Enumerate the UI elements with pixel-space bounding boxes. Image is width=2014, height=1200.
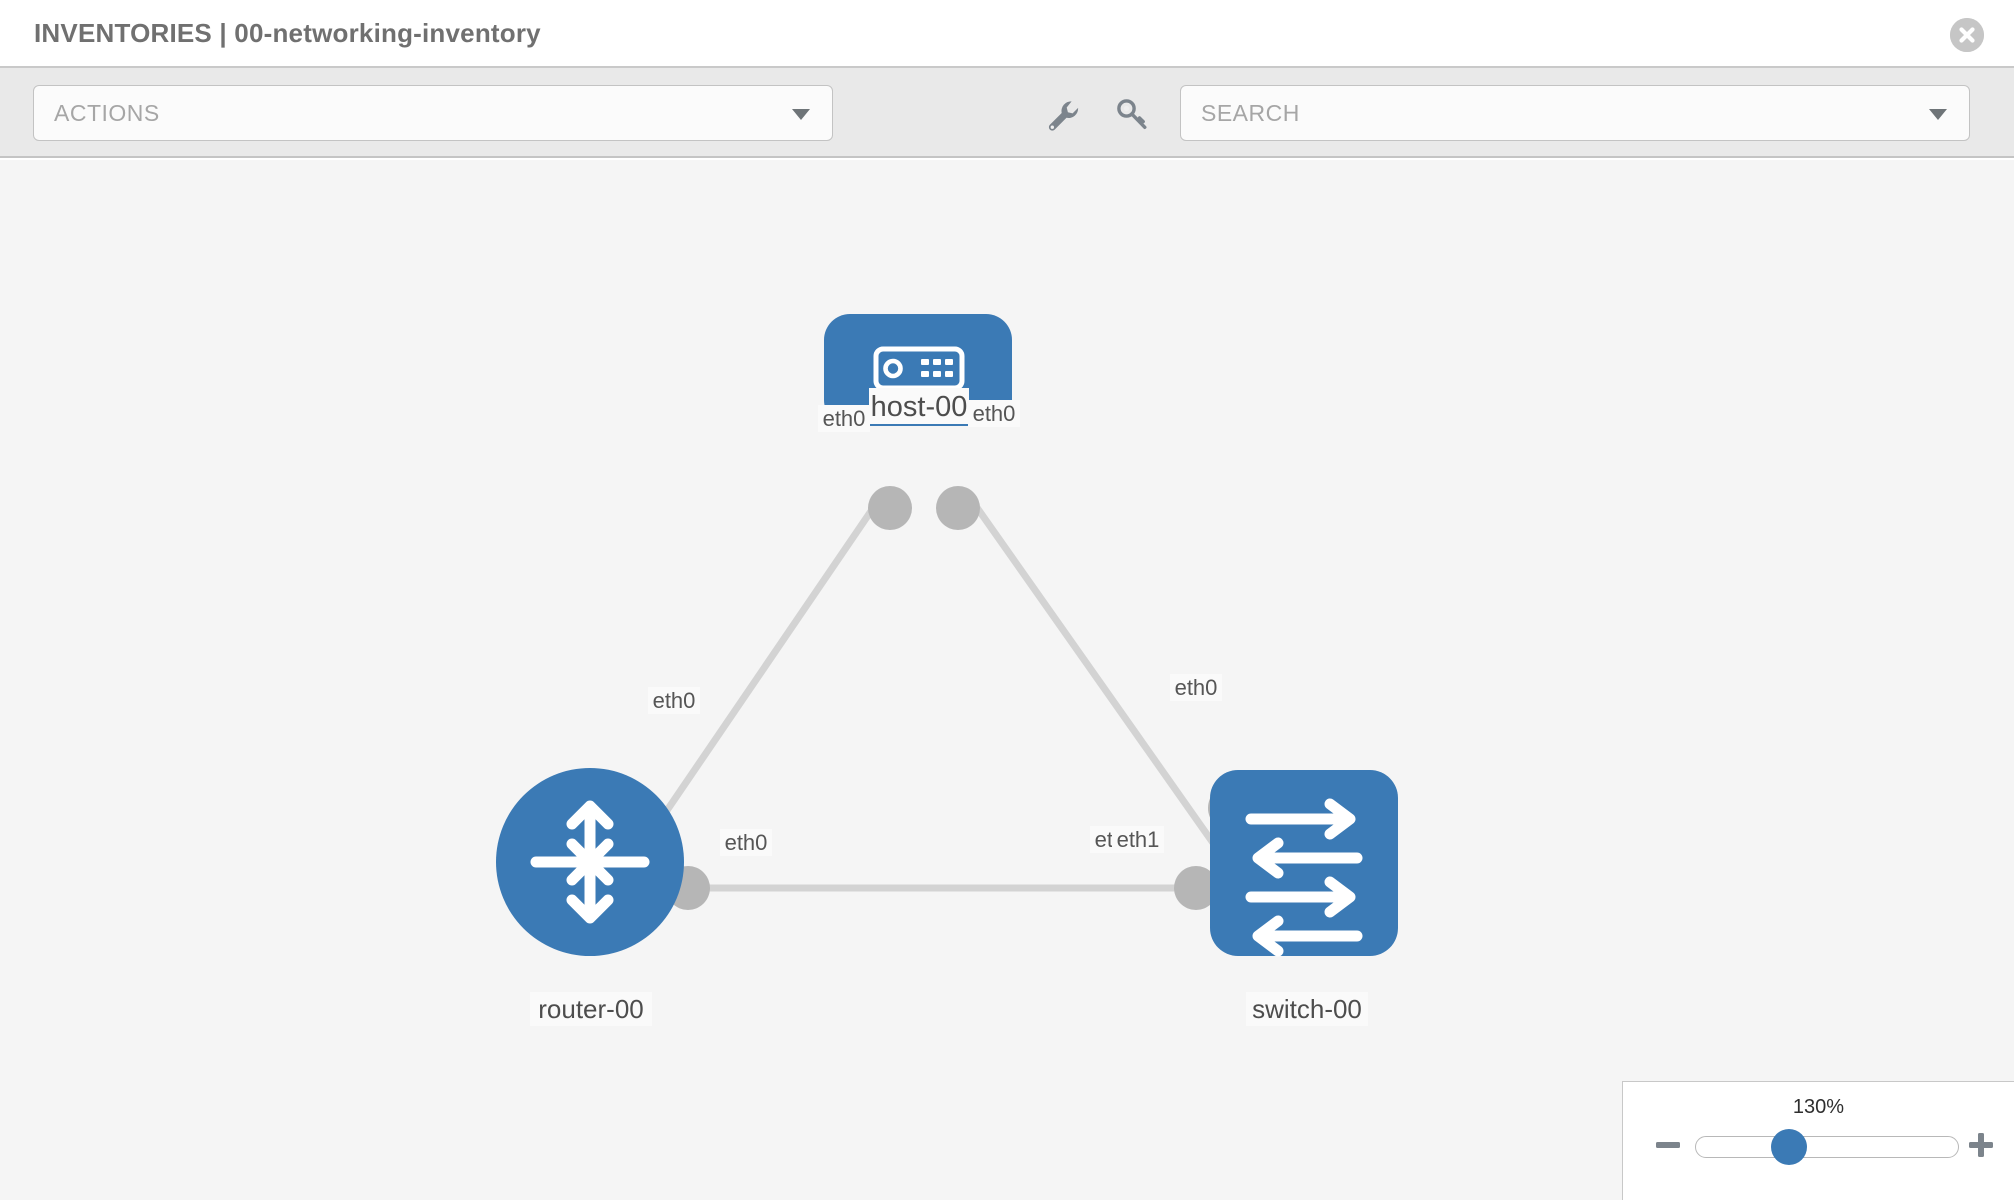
zoom-percent-label: 130% (1792, 1096, 1845, 1118)
router-arrows-icon (530, 800, 650, 924)
page-header: INVENTORIES | 00-networking-inventory (0, 0, 2014, 68)
switch-arrows-icon (1245, 798, 1363, 957)
link-host-switch[interactable] (963, 489, 1221, 853)
edge-label: eth1 (1112, 826, 1164, 853)
zoom-in-button[interactable] (1966, 1130, 1996, 1160)
wrench-icon[interactable] (1040, 93, 1084, 137)
zoom-slider-track[interactable] (1695, 1136, 1959, 1158)
node-switch-00[interactable] (1210, 770, 1398, 957)
edge-label: eth0 (720, 829, 772, 856)
connector-host-right[interactable] (936, 486, 980, 530)
edge-label-text: eth0 (1175, 675, 1218, 700)
chevron-down-icon[interactable] (1929, 109, 1947, 120)
node-labels: host-00 router-00 switch-00 (530, 388, 1368, 1026)
edge-label-text: eth0 (973, 401, 1016, 426)
key-icon[interactable] (1110, 93, 1154, 137)
edge-label: eth0 (818, 405, 870, 432)
node-label-router: router-00 (530, 992, 652, 1026)
connector-switch-left[interactable] (1174, 866, 1218, 910)
edge-interface-labels: eth0 eth0 eth0 eth0 eth0 (648, 400, 1222, 856)
connector-host-left[interactable] (868, 486, 912, 530)
node-label-text: router-00 (538, 994, 644, 1024)
actions-dropdown-label: ACTIONS (54, 100, 160, 126)
topology-canvas[interactable]: eth0 eth0 eth0 eth0 eth0 (0, 160, 2014, 1200)
edge-label: eth0 (968, 400, 1020, 427)
edge-label-text: eth0 (823, 406, 866, 431)
chevron-down-icon (792, 109, 810, 120)
link-host-router[interactable] (637, 490, 887, 852)
node-label-text: switch-00 (1252, 994, 1362, 1024)
node-router-00[interactable] (496, 768, 684, 956)
topology-links (637, 489, 1221, 892)
topology-svg: eth0 eth0 eth0 eth0 eth0 (496, 314, 1398, 1026)
edge-label: eth0 (1170, 674, 1222, 701)
node-label-switch: switch-00 (1246, 992, 1368, 1026)
edge-label-text: eth1 (1117, 827, 1160, 852)
actions-dropdown[interactable]: ACTIONS (33, 85, 833, 141)
edge-label-text: eth0 (725, 830, 768, 855)
edge-label-text: eth0 (653, 688, 696, 713)
zoom-slider-thumb[interactable] (1771, 1129, 1807, 1165)
zoom-out-button[interactable] (1653, 1130, 1683, 1160)
zoom-control-panel: 130% (1622, 1081, 2014, 1200)
close-icon[interactable] (1950, 18, 1984, 52)
search-input[interactable]: SEARCH (1180, 85, 1970, 141)
node-label-text: host-00 (871, 391, 968, 423)
edge-label: eth0 (648, 687, 700, 714)
node-label-host: host-00 (869, 388, 969, 424)
search-placeholder: SEARCH (1201, 100, 1300, 126)
page-title: INVENTORIES | 00-networking-inventory (34, 18, 541, 48)
